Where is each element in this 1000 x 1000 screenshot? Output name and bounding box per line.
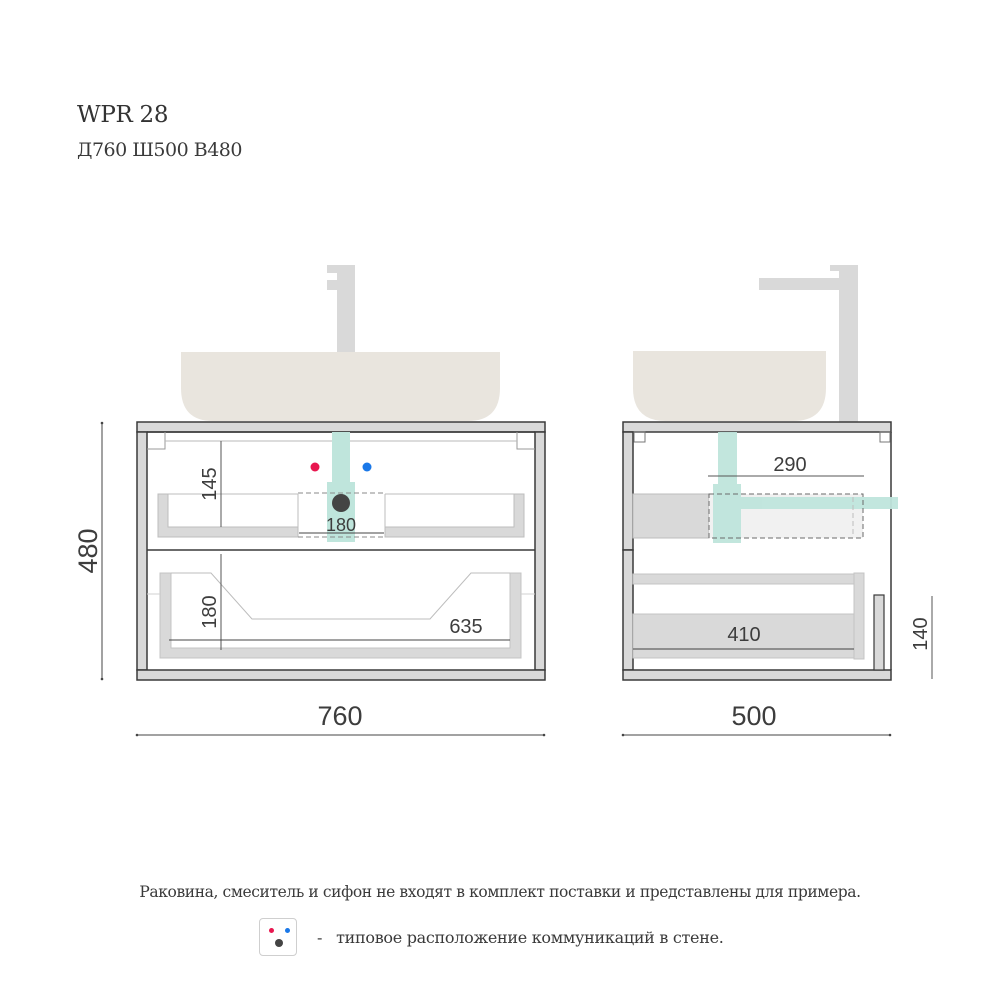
- front-view: 145 180 180 635 480 760: [73, 265, 546, 737]
- hot-water-dot-icon: [269, 928, 274, 933]
- dim-height-480: 480: [73, 528, 103, 573]
- lower-drawer-side: [632, 572, 865, 660]
- countertop-side: [622, 421, 892, 433]
- bottom-front: [136, 669, 546, 681]
- side-view: 290 410 140 500: [621, 265, 933, 737]
- model-title: WPR 28: [77, 102, 169, 128]
- dim-drawer-410: 410: [727, 624, 760, 646]
- dim-front-140: 140: [910, 617, 932, 650]
- dim-upper-145: 145: [199, 467, 221, 500]
- dim-width-760: 760: [317, 701, 362, 731]
- faucet-front: [327, 265, 355, 353]
- model-dimensions: Д760 Ш500 В480: [77, 139, 242, 161]
- dim-cutout-180: 180: [326, 515, 356, 535]
- countertop-front: [136, 421, 546, 433]
- legend-text: типовое расположение коммуникаций в стен…: [336, 927, 724, 947]
- dim-drawer-635: 635: [449, 616, 482, 638]
- siphon-front: [327, 432, 355, 542]
- faucet-side: [759, 265, 858, 422]
- bottom-side: [622, 669, 892, 681]
- dim-siphon-290: 290: [773, 454, 806, 476]
- utilities-legend-icon: [259, 918, 297, 956]
- upper-drawer-side: [632, 493, 710, 539]
- hot-water-point: [310, 462, 320, 472]
- drain-dot-icon: [275, 939, 283, 947]
- legend: - типовое расположение коммуникаций в ст…: [259, 918, 724, 956]
- lower-drawer-front: [147, 572, 535, 659]
- right-panel-front: [534, 431, 546, 671]
- upper-drawer-front: [157, 492, 525, 538]
- dim-drawer-180: 180: [199, 595, 221, 628]
- front-panel-lower-side: [622, 549, 634, 671]
- drawer-front-side: [873, 594, 885, 671]
- legend-dash: -: [317, 927, 323, 947]
- cold-water-point: [362, 462, 372, 472]
- cold-water-dot-icon: [285, 928, 290, 933]
- disclaimer-note: Раковина, смеситель и сифон не входят в …: [139, 883, 861, 901]
- siphon-side: [713, 432, 898, 543]
- drain-point: [332, 494, 350, 512]
- sink-side: [633, 351, 826, 421]
- dim-depth-500: 500: [731, 701, 776, 731]
- sink-front: [181, 352, 500, 421]
- left-panel-front: [136, 431, 148, 671]
- front-panel-upper-side: [622, 431, 634, 551]
